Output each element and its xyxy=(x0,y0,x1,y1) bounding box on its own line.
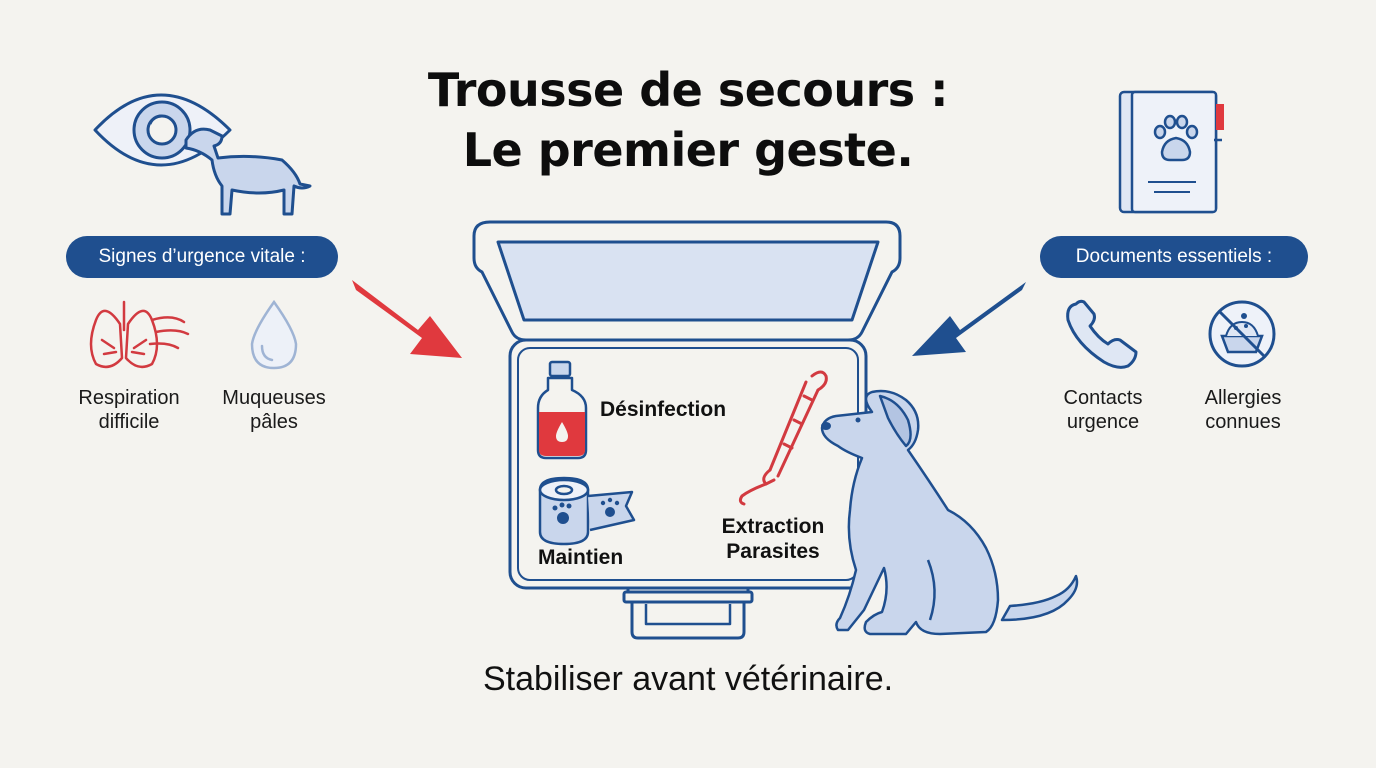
dog-illustration xyxy=(820,389,1079,636)
no-food-bowl-icon xyxy=(1208,300,1276,368)
tick-remover-icon xyxy=(738,370,828,506)
extraction-label: Extraction Parasites xyxy=(700,514,846,564)
bandage-roll-icon xyxy=(538,476,636,546)
contacts-label: Contacts urgence xyxy=(1034,386,1172,434)
breathing-label-line1: Respiration xyxy=(78,387,180,409)
extraction-label-line2: Parasites xyxy=(726,540,820,563)
allergies-label-line1: Allergies xyxy=(1204,387,1282,409)
lungs-icon xyxy=(89,300,190,369)
contacts-label-line1: Contacts xyxy=(1063,387,1143,409)
mucous-label-line1: Muqueuses xyxy=(222,387,326,409)
mucous-label-line2: pâles xyxy=(250,411,298,433)
allergies-label: Allergies connues xyxy=(1176,386,1310,434)
disinfectant-bottle-icon xyxy=(536,360,588,460)
documents-pill: Documents essentiels : xyxy=(1040,236,1308,278)
breathing-label-line2: difficile xyxy=(98,411,160,433)
support-label: Maintien xyxy=(538,546,624,569)
phone-icon xyxy=(1066,299,1138,369)
blue-arrow xyxy=(912,282,1026,356)
disinfection-label: Désinfection xyxy=(600,398,727,421)
tagline: Stabiliser avant vétérinaire. xyxy=(482,660,894,698)
droplet-icon xyxy=(250,299,298,370)
red-arrow xyxy=(352,280,462,358)
mucous-label: Muqueuses pâles xyxy=(200,386,348,434)
breathing-label: Respiration difficile xyxy=(56,386,202,434)
contacts-label-line2: urgence xyxy=(1066,411,1140,433)
allergies-label-line2: connues xyxy=(1205,411,1281,433)
eye-dog-icon xyxy=(93,93,312,216)
page-title-line2: Le premier geste. xyxy=(462,123,914,177)
pet-record-book-icon xyxy=(1118,90,1224,214)
urgency-signs-pill: Signes d’urgence vitale : xyxy=(66,236,338,278)
page-title-line1: Trousse de secours : xyxy=(427,63,949,117)
extraction-label-line1: Extraction xyxy=(721,515,825,538)
